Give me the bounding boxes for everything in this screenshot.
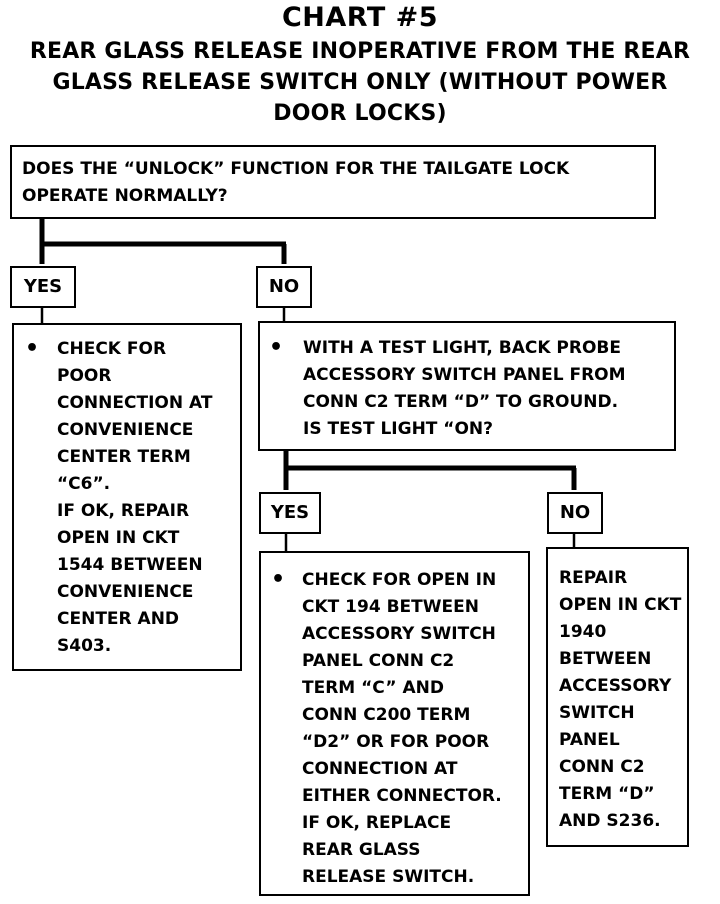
chart-subtitle: REAR GLASS RELEASE INOPERATIVE FROM THE … [29,39,691,126]
yes2-result-box: • CHECK FOR OPEN IN CKT 194 BETWEEN ACCE… [259,551,530,896]
no2-label: NO [547,492,603,534]
question2-bullet: • [269,335,284,360]
yes1-label: YES [10,266,76,308]
no1-label: NO [256,266,312,308]
yes1-result-text: CHECK FOR POOR CONNECTION AT CONVENIENCE… [57,339,213,656]
yes1-bullet: • [25,336,40,361]
no2-result-text: REPAIR OPEN IN CKT 1940 BETWEEN ACCESSOR… [559,568,682,831]
chart-title: CHART #5 [281,2,439,33]
yes2-bullet: • [271,567,286,592]
question2-text: WITH A TEST LIGHT, BACK PROBE ACCESSORY … [303,338,626,439]
yes1-result-box: • CHECK FOR POOR CONNECTION AT CONVENIEN… [12,323,242,671]
yes2-label: YES [259,492,321,534]
no2-result-box: REPAIR OPEN IN CKT 1940 BETWEEN ACCESSOR… [546,547,689,847]
yes2-result-text: CHECK FOR OPEN IN CKT 194 BETWEEN ACCESS… [302,570,502,887]
question1-box: DOES THE “UNLOCK” FUNCTION FOR THE TAILG… [10,145,656,219]
question1-text: DOES THE “UNLOCK” FUNCTION FOR THE TAILG… [22,159,570,206]
question2-box: • WITH A TEST LIGHT, BACK PROBE ACCESSOR… [258,321,676,451]
